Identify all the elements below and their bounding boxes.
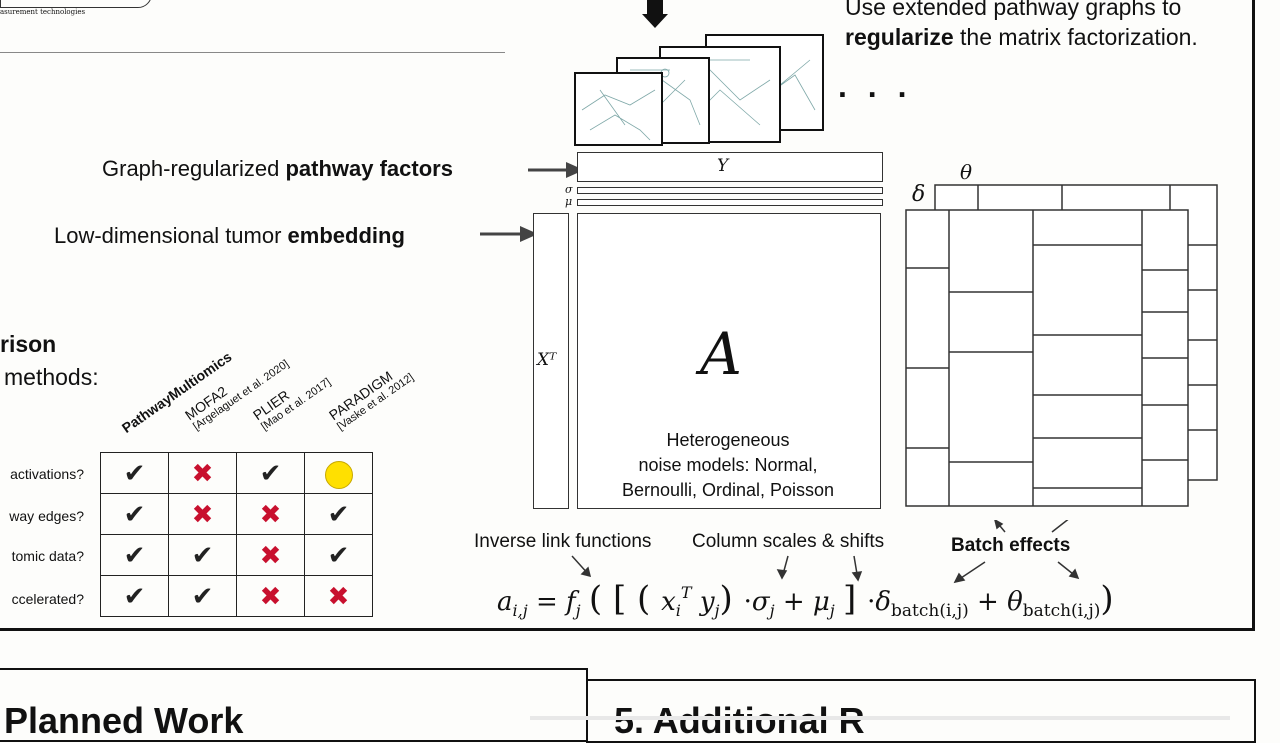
table-cell: ✔: [168, 534, 237, 576]
check-icon: ✔: [327, 540, 350, 571]
table-cell: ✖: [236, 534, 305, 576]
pathway-label-normal: Graph-regularized: [102, 156, 286, 181]
top-divider: [0, 52, 505, 53]
table-cell: ✔: [168, 575, 237, 617]
regularize-line2: regularize the matrix factorization.: [845, 24, 1198, 51]
batch-matrices: [905, 184, 1218, 507]
row-question-4: ccelerated?: [11, 591, 84, 607]
noise-line-1: Heterogeneous: [666, 430, 790, 450]
table-cell: ✖: [304, 575, 373, 617]
annotation-arrows: [571, 520, 1080, 584]
table-row: ✔ ✖ ✔: [100, 452, 373, 494]
cross-icon: ✖: [259, 540, 282, 571]
embedding-arrow-icon: [480, 226, 538, 242]
check-icon: ✔: [123, 458, 146, 489]
table-row: ✔ ✔ ✖ ✖: [100, 575, 373, 617]
table-cell: ✖: [168, 493, 237, 535]
table-row: ✔ ✔ ✖ ✔: [100, 534, 373, 576]
table-cell: [304, 452, 373, 494]
a-matrix: [577, 213, 881, 509]
table-cell: ✔: [304, 493, 373, 535]
frame-right-border: [1252, 0, 1255, 630]
table-cell: ✔: [236, 452, 305, 494]
check-icon: ✔: [259, 458, 282, 489]
row-question-3: tomic data?: [11, 548, 84, 564]
embedding-label: Low-dimensional tumor embedding: [54, 223, 405, 249]
pathway-arrow-icon: [528, 162, 584, 178]
table-cell: ✖: [236, 575, 305, 617]
down-arrow-icon: [647, 0, 663, 14]
cross-icon: ✖: [259, 581, 282, 612]
sigma-bar: [577, 187, 883, 194]
planned-work-heading: Planned Work: [4, 700, 244, 741]
table-cell: ✖: [236, 493, 305, 535]
xt-matrix: [533, 213, 569, 509]
cross-icon: ✖: [191, 458, 214, 489]
mu-bar: [577, 199, 883, 206]
pathway-graph-stack: [574, 34, 824, 146]
cross-icon: ✖: [191, 499, 214, 530]
model-formula: ai,j = fj ( [ ( xiT yj) ·σj + μj ] ·δbat…: [497, 575, 1114, 623]
graph-card-1: [574, 72, 663, 146]
sigma-symbol: σ: [565, 183, 573, 196]
embedding-label-bold: embedding: [287, 223, 405, 248]
frame-bottom-border: [0, 628, 1255, 631]
noise-line-2: noise models: Normal,: [638, 455, 818, 475]
check-icon: ✔: [123, 581, 146, 612]
comparison-table: ✔ ✖ ✔ ✔ ✖ ✖ ✔ ✔ ✔ ✖ ✔ ✔ ✔ ✖ ✖: [100, 452, 373, 617]
pathway-label-bold: pathway factors: [285, 156, 453, 181]
mu-symbol: μ: [565, 195, 573, 208]
partial-dot-icon: [324, 460, 353, 489]
comparison-title: rison: [0, 331, 57, 357]
check-icon: ✔: [123, 499, 146, 530]
y-matrix: [577, 152, 883, 182]
col-header-paradigm: PARADIGM[Vaske et al. 2012]: [326, 358, 416, 433]
table-cell: ✔: [100, 575, 169, 617]
table-cell: ✔: [304, 534, 373, 576]
y-symbol: Y: [717, 156, 729, 176]
table-cell: ✔: [100, 452, 169, 494]
row-question-2: way edges?: [9, 508, 84, 524]
embedding-label-normal: Low-dimensional tumor: [54, 223, 288, 248]
additional-heading: 5. Additional R: [614, 700, 865, 741]
row-question-1: activations?: [10, 466, 84, 482]
xt-symbol: Xᵀ: [537, 350, 557, 370]
check-icon: ✔: [191, 581, 214, 612]
cross-icon: ✖: [259, 499, 282, 530]
pathway-factors-label: Graph-regularized pathway factors: [102, 156, 453, 182]
check-icon: ✔: [191, 540, 214, 571]
check-icon: ✔: [123, 540, 146, 571]
regularize-line1: Use extended pathway graphs to: [845, 0, 1182, 20]
table-cell: ✖: [168, 452, 237, 494]
noise-line-3: Bernoulli, Ordinal, Poisson: [621, 480, 835, 500]
delta-symbol: δ: [912, 182, 926, 207]
table-row: ✔ ✖ ✖ ✔: [100, 493, 373, 535]
ellipsis: . . .: [838, 68, 913, 104]
logo-fragment: [0, 0, 152, 8]
regularize-rest: the matrix factorization.: [953, 24, 1198, 50]
cross-icon: ✖: [327, 581, 350, 612]
noise-models-text: Heterogeneous noise models: Normal, Bern…: [580, 428, 876, 503]
delta-layer: [905, 209, 1189, 507]
bottom-scroll-shadow: [530, 716, 1230, 720]
batch-effects-label: Batch effects: [951, 535, 1071, 556]
column-scales-label: Column scales & shifts: [692, 531, 885, 552]
table-cell: ✔: [100, 493, 169, 535]
inverse-link-label: Inverse link functions: [474, 531, 652, 552]
table-cell: ✔: [100, 534, 169, 576]
comparison-subtitle: methods:: [4, 364, 99, 390]
regularize-bold: regularize: [845, 24, 954, 50]
svg-text:ai,j = fj ( [ ( xiT: ai,j = fj ( [ ( xiT yj) ·σj + μj ] ·δbat…: [497, 575, 1114, 623]
down-arrowhead-icon: [642, 14, 668, 28]
theta-symbol: θ: [960, 160, 973, 184]
top-fragment-text: asurement technologies: [0, 8, 86, 16]
check-icon: ✔: [327, 499, 350, 530]
a-symbol: A: [700, 320, 742, 388]
